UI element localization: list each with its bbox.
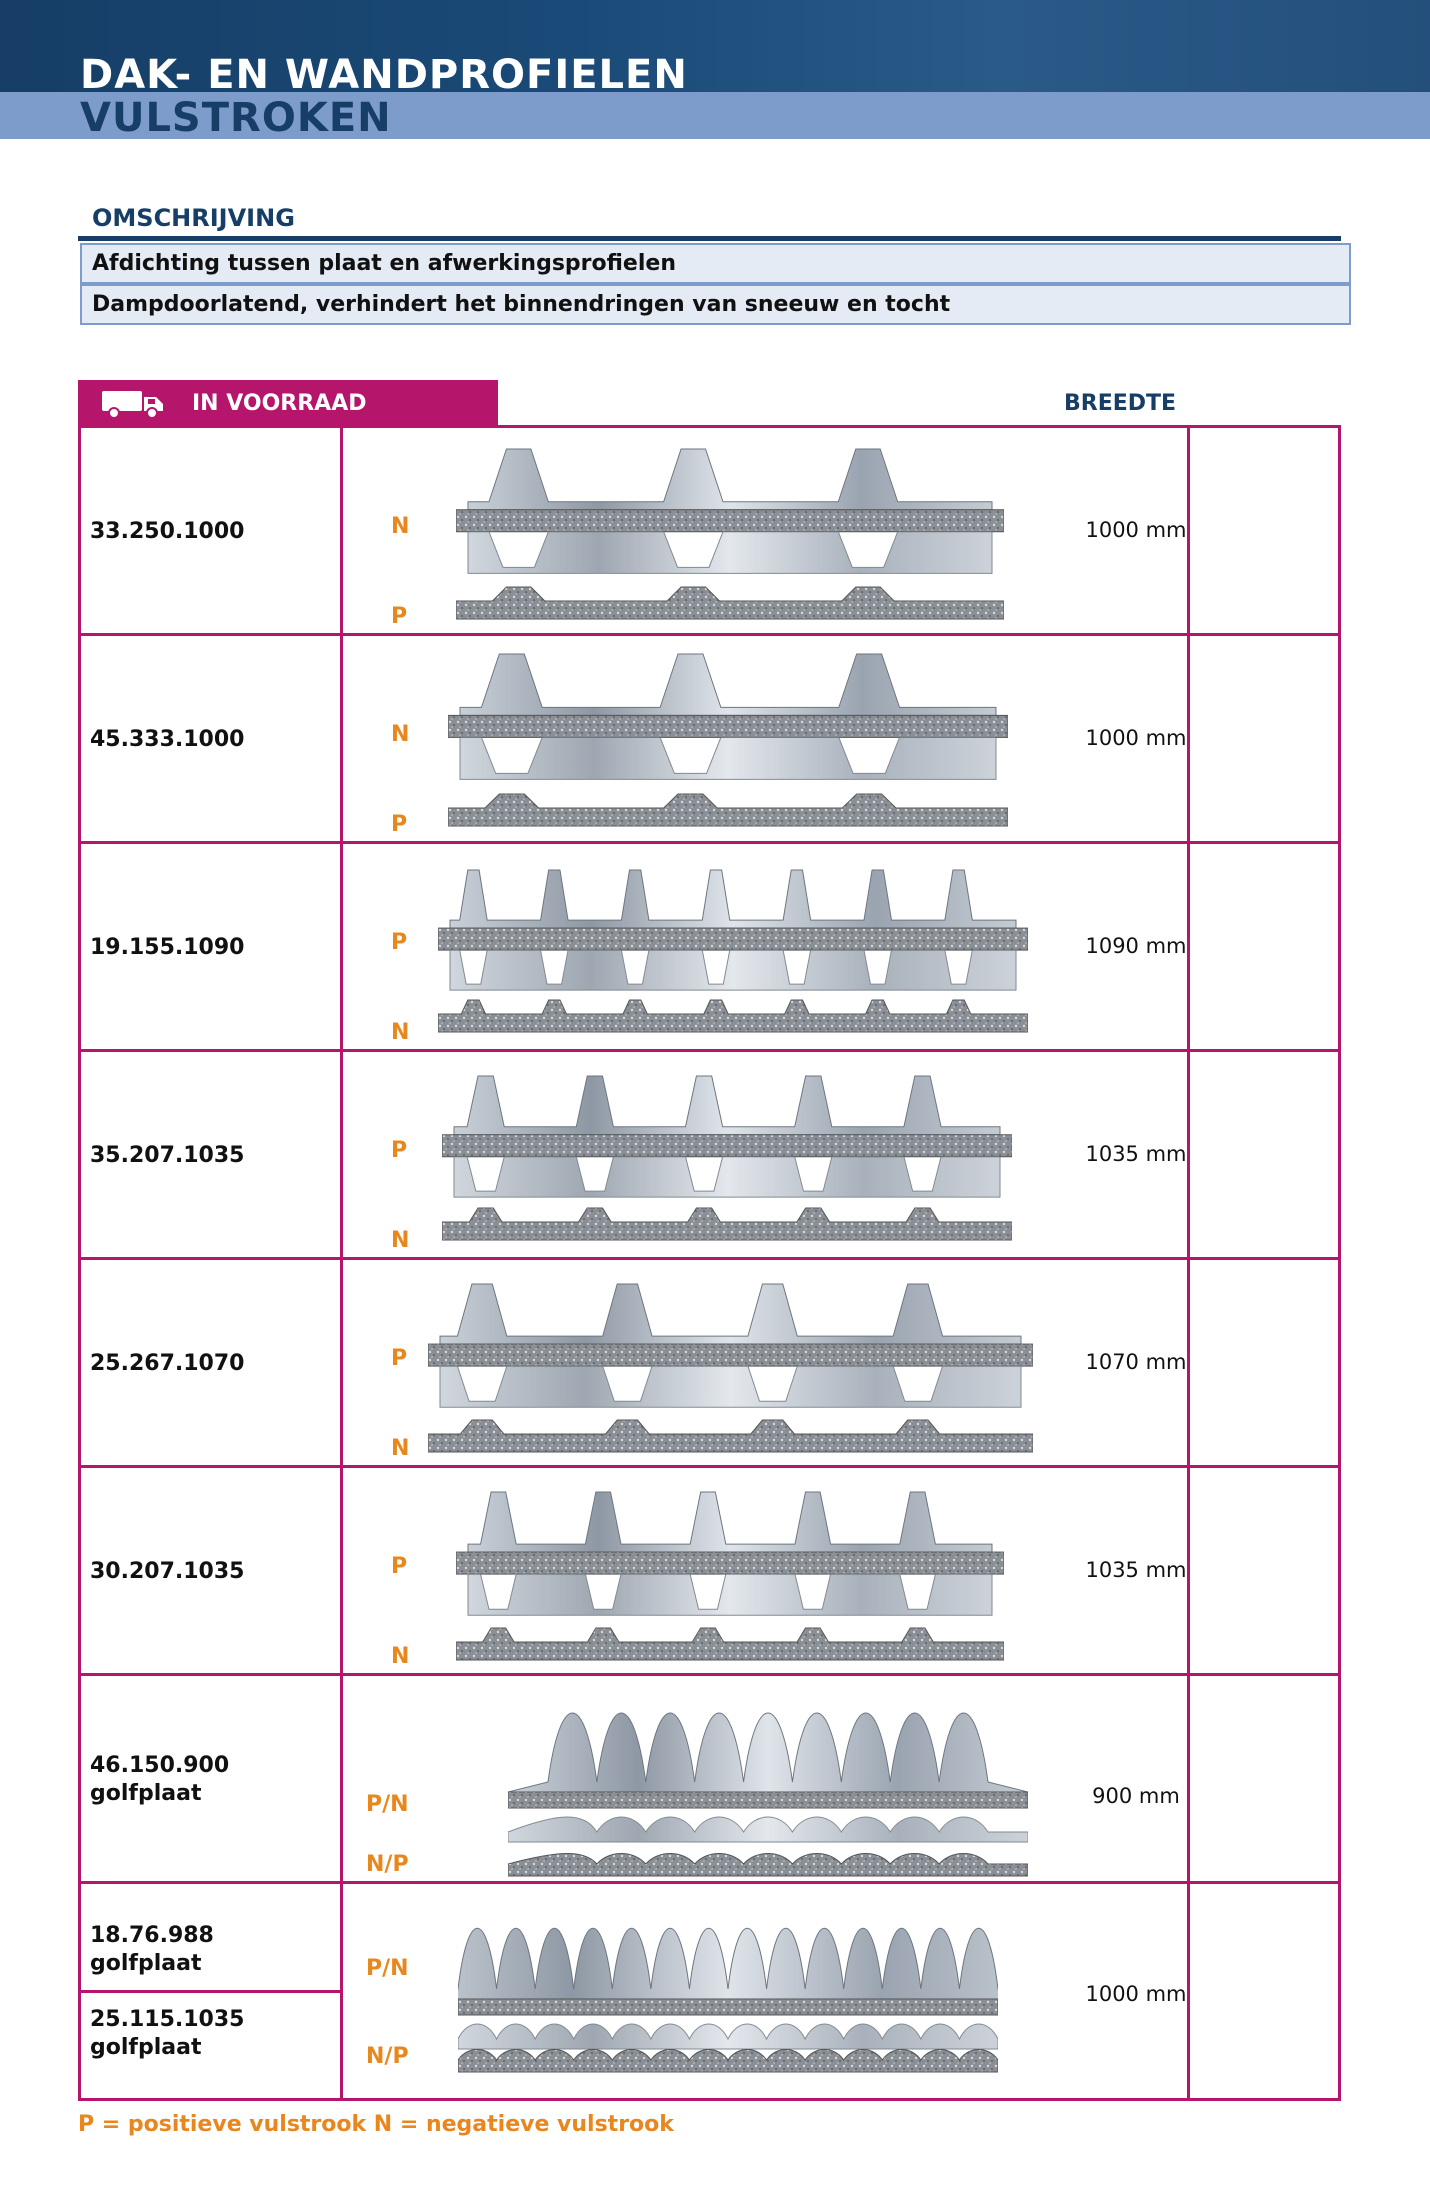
- table-row: 25.267.1070 P N 1070 mm: [78, 1257, 1341, 1465]
- product-code: 33.250.1000: [90, 519, 245, 544]
- profile-image: [456, 1491, 1004, 1661]
- inner-row-divider: [78, 1990, 343, 1993]
- header-band: [0, 92, 1430, 139]
- page-title: DAK- EN WANDPROFIELEN: [80, 52, 688, 98]
- product-code: 35.207.1035: [90, 1143, 245, 1168]
- fill-strip-top-label: N: [391, 722, 410, 747]
- stock-tab-label: IN VOORRAAD: [192, 391, 367, 416]
- fill-strip-bottom-label: P: [391, 812, 408, 837]
- width-value: 1000 mm: [1085, 1982, 1187, 2006]
- table-row: 33.250.1000 N P 1000 mm: [78, 425, 1341, 633]
- product-code: 46.150.900 golfplaat: [90, 1753, 230, 1806]
- width-value: 1035 mm: [1085, 1142, 1187, 1166]
- fill-strip-top-label: P: [391, 1554, 408, 1579]
- fill-strip-bottom-label: N/P: [366, 1852, 409, 1877]
- description-line: Dampdoorlatend, verhindert het binnendri…: [80, 284, 1351, 325]
- fill-strip-bottom-label: N: [391, 1436, 410, 1461]
- width-value: 900 mm: [1092, 1784, 1180, 1808]
- table-row: 18.76.988 golfplaat 25.115.1035 golfplaa…: [78, 1881, 1341, 2101]
- table-divider: [340, 425, 343, 2101]
- description-rule: [78, 236, 1341, 241]
- fill-strip-top-label: P: [391, 1138, 408, 1163]
- table-border-left: [78, 425, 81, 2101]
- profile-image: [456, 448, 1004, 620]
- fill-strip-top-label: P: [391, 930, 408, 955]
- fill-strip-bottom-label: N: [391, 1020, 410, 1045]
- width-value: 1035 mm: [1085, 1558, 1187, 1582]
- fill-strip-bottom-label: N: [391, 1644, 410, 1669]
- page-subtitle: VULSTROKEN: [80, 95, 392, 141]
- fill-strip-top-label: P/N: [366, 1956, 409, 1981]
- width-value: 1070 mm: [1085, 1350, 1187, 1374]
- fill-strip-top-label: N: [391, 514, 410, 539]
- truck-icon: [102, 391, 163, 419]
- product-code: 19.155.1090: [90, 935, 245, 960]
- table-row: 35.207.1035 P N 1035 mm: [78, 1049, 1341, 1257]
- width-value: 1090 mm: [1085, 934, 1187, 958]
- legend: P = positieve vulstrook N = negatieve vu…: [78, 2112, 674, 2137]
- product-code: 45.333.1000: [90, 727, 245, 752]
- profile-image: [458, 1927, 998, 2073]
- table-border-bottom: [78, 2098, 1341, 2101]
- width-value: 1000 mm: [1085, 726, 1187, 750]
- fill-strip-bottom-label: P: [391, 604, 408, 629]
- table-divider: [1187, 425, 1190, 2101]
- fill-strip-bottom-label: N: [391, 1228, 410, 1253]
- product-code: 18.76.988 golfplaat: [90, 1923, 214, 1976]
- profile-image: [428, 1283, 1033, 1453]
- width-column-header: BREEDTE: [1064, 391, 1177, 416]
- table-row: 30.207.1035 P N 1035 mm: [78, 1465, 1341, 1673]
- table-row: 45.333.1000 N P 1000 mm: [78, 633, 1341, 841]
- profile-image: [438, 869, 1028, 1033]
- product-table: 33.250.1000 N P 1000 mm 45.333.1000 N P …: [78, 425, 1341, 2101]
- width-value: 1000 mm: [1085, 518, 1187, 542]
- product-code: 25.115.1035 golfplaat: [90, 2007, 245, 2060]
- description-line: Afdichting tussen plaat en afwerkingspro…: [80, 243, 1351, 284]
- fill-strip-top-label: P/N: [366, 1792, 409, 1817]
- profile-image: [508, 1712, 1028, 1877]
- product-code: 25.267.1070: [90, 1351, 245, 1376]
- table-row: 19.155.1090 P N 1090 mm: [78, 841, 1341, 1049]
- description-heading: OMSCHRIJVING: [92, 204, 295, 232]
- fill-strip-bottom-label: N/P: [366, 2044, 409, 2069]
- header-banner: [0, 0, 1430, 92]
- profile-image: [442, 1075, 1012, 1241]
- table-border-right: [1338, 425, 1341, 2101]
- product-code: 30.207.1035: [90, 1559, 245, 1584]
- table-row: 46.150.900 golfplaat P/N N/P 900 mm: [78, 1673, 1341, 1881]
- fill-strip-top-label: P: [391, 1346, 408, 1371]
- profile-image: [448, 653, 1008, 827]
